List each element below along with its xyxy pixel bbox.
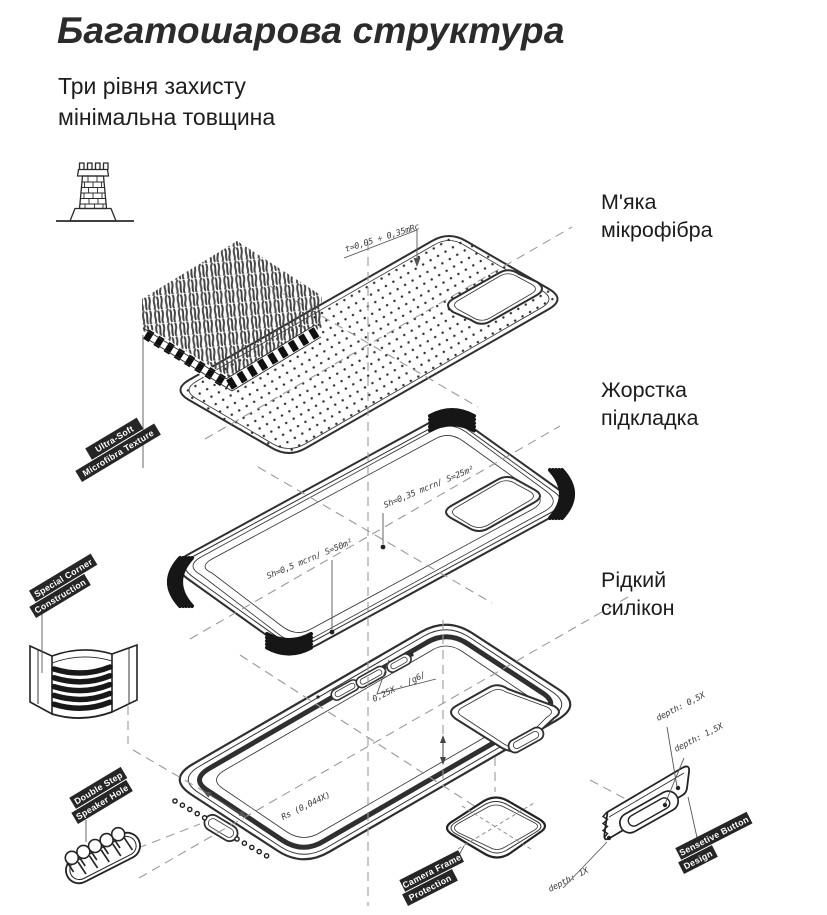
camera-cutout-microfiber: [447, 269, 543, 325]
speaker-cylinders: [64, 826, 134, 875]
corner-detail-drawing: [29, 643, 138, 719]
fur-texture-block: [142, 241, 322, 392]
button-detail-drawing: [601, 765, 691, 841]
dim-microfiber-thickness: t=0,05 ÷ 0,35mRc: [344, 221, 421, 254]
label-hard-lining-layer: Жорстка підкладка: [601, 378, 699, 430]
castle-tower-icon: [56, 162, 134, 222]
tag-camera-frame: Camera Frame Protection: [399, 850, 465, 906]
corner-ribs: [167, 408, 575, 656]
tag-speaker: Double Step Speaker Hole: [69, 766, 133, 824]
construction-lines: [127, 226, 651, 906]
tag-ultra-soft: Ultra-Soft Microfibra Texture: [75, 417, 161, 482]
page-title: Багатошарова структура: [57, 10, 565, 51]
subtitle-line-2: мінімальна товщина: [58, 104, 276, 130]
serrated-edge: [601, 811, 609, 839]
page-subtitle: Три рівня захисту мінімальна товщина: [58, 71, 275, 133]
tag-special-corner: Special Corner Construction: [28, 553, 98, 618]
dim-depth-camera-frame: depth: 1X: [546, 865, 590, 894]
camera-cutout-lining: [445, 476, 541, 532]
speaker-detail-drawing: [64, 826, 141, 885]
subtitle-line-1: Три рівня захисту: [58, 73, 246, 99]
power-button-cutout: [507, 726, 545, 754]
tag-button-design: Sensetive Button Design: [675, 811, 753, 874]
label-microfiber-layer: М'яка мікрофібра: [601, 190, 713, 242]
hard-lining-layer-drawing: [167, 408, 575, 656]
button-cutouts: [316, 653, 414, 701]
speaker-holes: [172, 798, 270, 859]
camera-frame-drawing: [445, 796, 547, 859]
label-liquid-silicone-layer: Рідкий силікон: [601, 568, 675, 620]
dim-depth-side-button: depth: 1,5X: [672, 720, 725, 754]
dim-depth-top-buttons: depth: 0,5X: [654, 689, 707, 723]
